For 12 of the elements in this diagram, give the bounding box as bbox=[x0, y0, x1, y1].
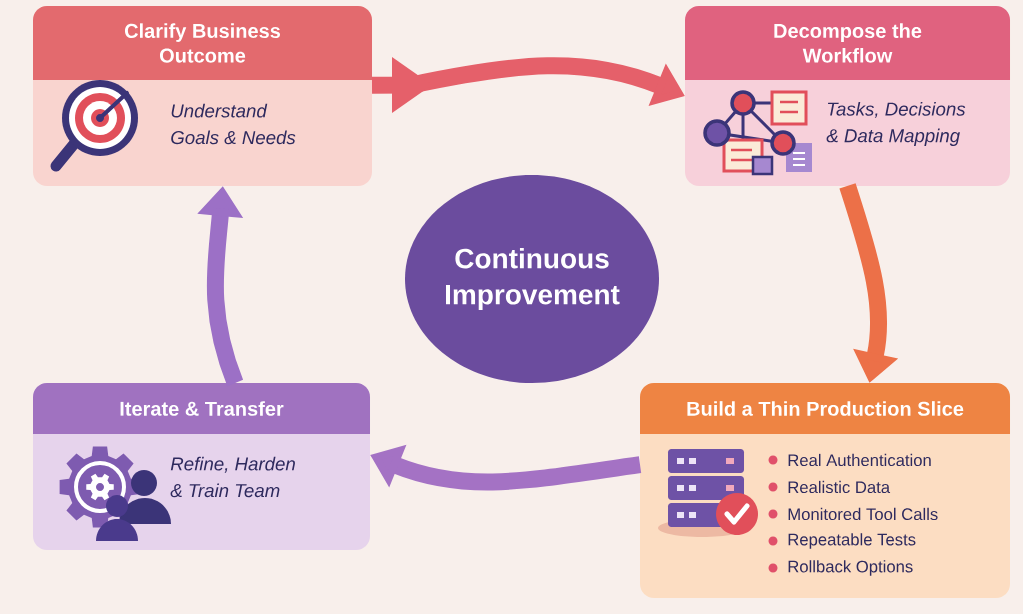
list-item: Real Authentication bbox=[788, 453, 931, 467]
step-text: Tasks, Decisions & Data Mapping bbox=[826, 101, 966, 146]
list-item: Rollback Options bbox=[788, 560, 913, 576]
list-item: Realistic Data bbox=[788, 480, 891, 494]
step-text: Refine, Harden & Train Team bbox=[170, 456, 295, 498]
list-item: Monitored Tool Calls bbox=[788, 507, 938, 521]
step-title: Clarify Business Outcome bbox=[124, 23, 280, 63]
step-text: Understand Goals & Needs bbox=[171, 103, 296, 145]
step-title: Iterate & Transfer bbox=[120, 401, 284, 416]
step-title: Decompose the Workflow bbox=[774, 23, 922, 63]
list-item: Repeatable Tests bbox=[788, 533, 916, 549]
step-title: Build a Thin Production Slice bbox=[687, 401, 964, 416]
